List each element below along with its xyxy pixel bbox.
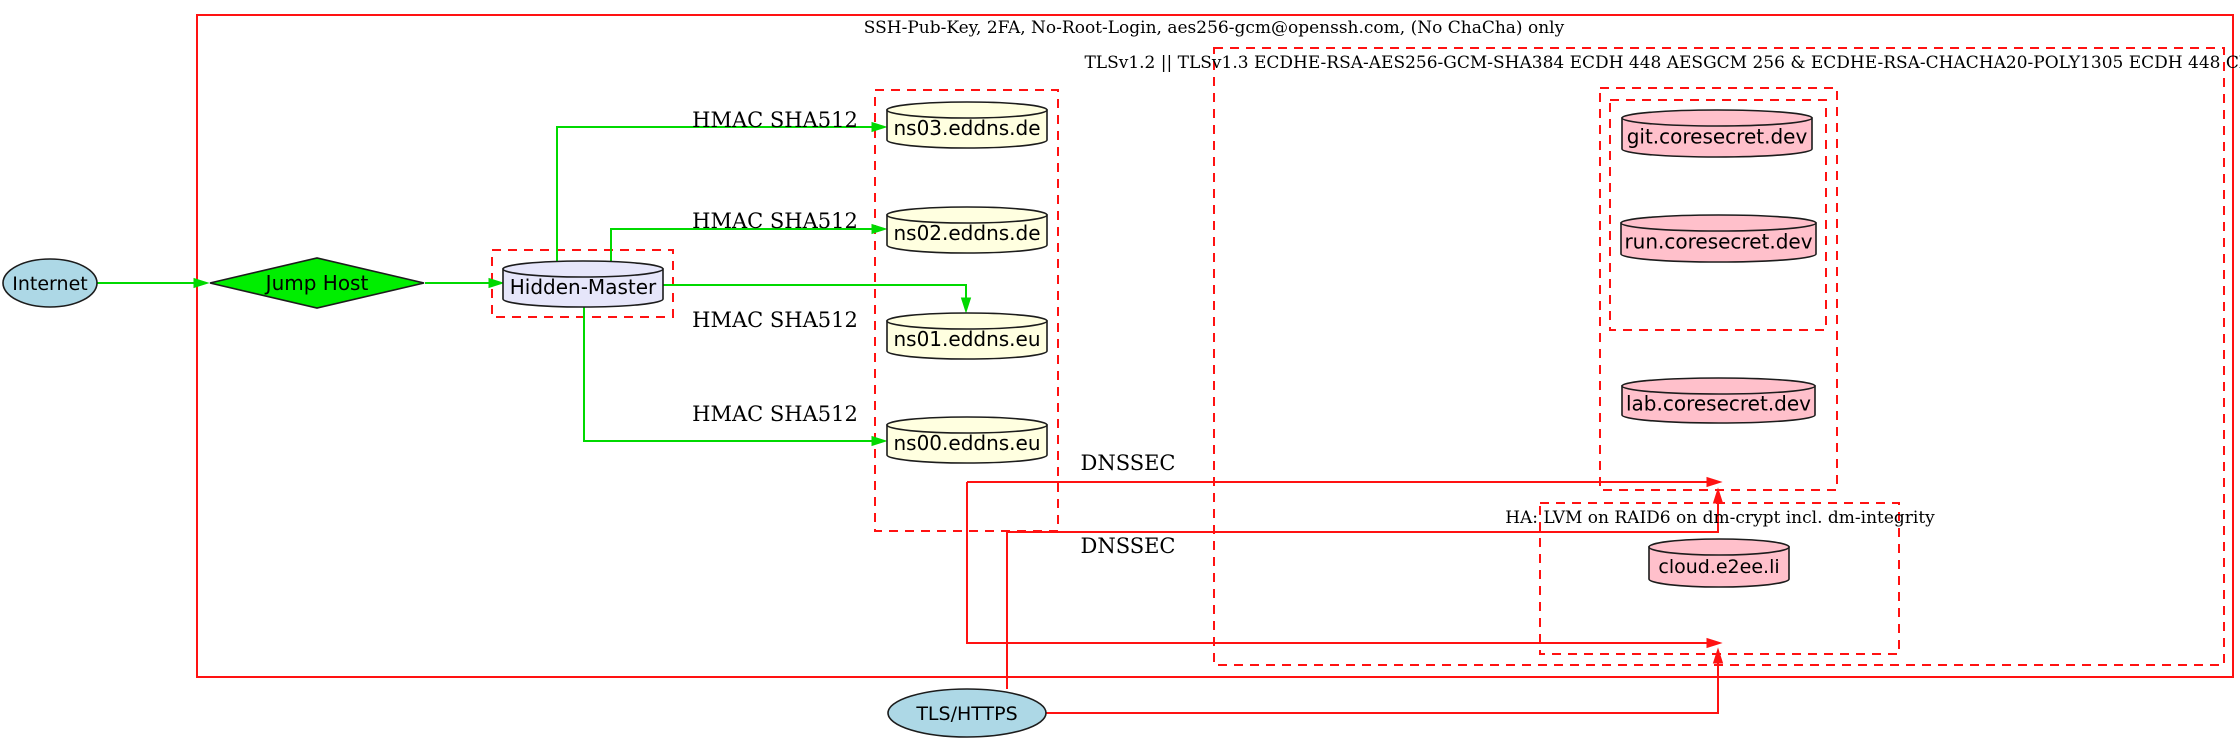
edge-label-hmac-sha512-1: HMAC SHA512 [692, 108, 858, 132]
hidden-master-cylinder-top [502, 260, 664, 278]
node-label-ns01: ns01.eddns.eu [893, 327, 1040, 351]
node-lab: lab.coresecret.dev [1621, 377, 1816, 424]
node-label-cloud: cloud.e2ee.li [1658, 556, 1779, 578]
node-label-ns03: ns03.eddns.de [893, 116, 1040, 140]
edge-label-hmac-sha512-4: HMAC SHA512 [692, 402, 858, 426]
arrowhead-dnssec-to-ha-cluster [1706, 637, 1723, 649]
edge-label-dnssec-1: DNSSEC [1080, 451, 1175, 475]
run-cylinder-body [1620, 222, 1817, 263]
node-tls-https: TLS/HTTPS [887, 688, 1047, 738]
edge-label-hmac-sha512-3: HMAC SHA512 [692, 308, 858, 332]
arrowhead-tls-to-web-cluster [1712, 487, 1724, 504]
ns02-cylinder-body [886, 214, 1048, 254]
internet-ellipse-shape [2, 258, 98, 308]
arrowhead-hidden-master-to-ns03 [871, 121, 888, 133]
node-ns02: ns02.eddns.de [886, 206, 1048, 254]
edge-label-hmac-sha512-2: HMAC SHA512 [692, 209, 858, 233]
arrowhead-hidden-master-to-ns01 [960, 297, 972, 314]
ns02-cylinder-top [886, 206, 1048, 224]
cloud-cylinder-body [1648, 546, 1790, 588]
edge-hidden-master-to-ns01 [663, 284, 967, 298]
jump-host-diamond-shape [209, 257, 425, 309]
node-label-lab: lab.coresecret.dev [1626, 392, 1811, 416]
hidden-master-cylinder-body [502, 268, 664, 308]
node-label-git: git.coresecret.dev [1627, 125, 1808, 149]
lab-cylinder-top [1621, 377, 1816, 395]
tls-https-ellipse-shape [887, 688, 1047, 738]
cluster-label-ha-cluster: HA: LVM on RAID6 on dm-crypt incl. dm-in… [1505, 508, 1935, 528]
cluster-label-ssh-boundary: SSH-Pub-Key, 2FA, No-Root-Login, aes256-… [864, 18, 1565, 38]
git-cylinder-body [1621, 117, 1813, 158]
git-cylinder-top [1621, 109, 1813, 127]
edge-dnssec-to-ha-cluster [966, 482, 1707, 644]
arrowhead-hidden-master-to-ns00 [871, 435, 888, 447]
ns00-cylinder-body [886, 424, 1048, 464]
edge-tls-to-ha-cluster [1046, 663, 1719, 714]
labels-layer: SSH-Pub-Key, 2FA, No-Root-Login, aes256-… [692, 18, 2240, 558]
edge-tls-to-web-cluster [1006, 503, 1719, 689]
edge-hidden-master-to-ns03 [556, 126, 872, 261]
ns03-cylinder-top [886, 101, 1048, 119]
ns01-cylinder-body [886, 320, 1048, 360]
arrowhead-internet-to-jump-host [193, 277, 210, 289]
arrowhead-tls-to-ha-cluster [1712, 647, 1724, 664]
node-ns00: ns00.eddns.eu [886, 416, 1048, 464]
cluster-boxes-layer [196, 14, 2234, 678]
node-hidden-master: Hidden-Master [502, 260, 664, 308]
edge-hidden-master-to-ns00 [583, 307, 872, 442]
arrowhead-jump-host-to-hidden-master [488, 277, 505, 289]
node-label-hidden-master: Hidden-Master [510, 275, 657, 299]
node-label-run: run.coresecret.dev [1624, 230, 1812, 254]
node-jump-host: Jump Host [209, 257, 425, 309]
cloud-cylinder-top [1648, 538, 1790, 556]
arrowhead-dnssec-to-web-cluster [1706, 476, 1723, 488]
cluster-ssh-boundary [196, 14, 2234, 678]
node-ns03: ns03.eddns.de [886, 101, 1048, 149]
ns01-cylinder-top [886, 312, 1048, 330]
nodes-layer: Internet Jump Host Hidden-Master ns03.eddns… [2, 101, 1817, 738]
cluster-hidden-master-cluster [491, 249, 674, 318]
node-label-ns02: ns02.eddns.de [893, 221, 1040, 245]
edge-label-dnssec-2: DNSSEC [1080, 534, 1175, 558]
edges-layer [97, 121, 1724, 714]
cluster-label-tls-zone: TLSv1.2 || TLSv1.3 ECDHE-RSA-AES256-GCM-… [1084, 53, 2240, 73]
ns00-cylinder-top [886, 416, 1048, 434]
node-run: run.coresecret.dev [1620, 214, 1817, 263]
node-label-tls-https: TLS/HTTPS [915, 703, 1017, 725]
node-label-jump-host: Jump Host [264, 271, 369, 295]
node-internet: Internet [2, 258, 98, 308]
node-label-ns00: ns00.eddns.eu [893, 431, 1040, 455]
cluster-web-inner-cluster [1609, 99, 1827, 331]
ns03-cylinder-body [886, 109, 1048, 149]
arrowhead-hidden-master-to-ns02 [871, 223, 888, 235]
edge-hidden-master-to-ns02 [610, 228, 872, 261]
lab-cylinder-body [1621, 385, 1816, 424]
node-git: git.coresecret.dev [1621, 109, 1813, 158]
node-ns01: ns01.eddns.eu [886, 312, 1048, 360]
node-cloud: cloud.e2ee.li [1648, 538, 1790, 588]
cluster-dns-cluster [874, 89, 1059, 532]
run-cylinder-top [1620, 214, 1817, 232]
node-label-internet: Internet [12, 273, 87, 295]
